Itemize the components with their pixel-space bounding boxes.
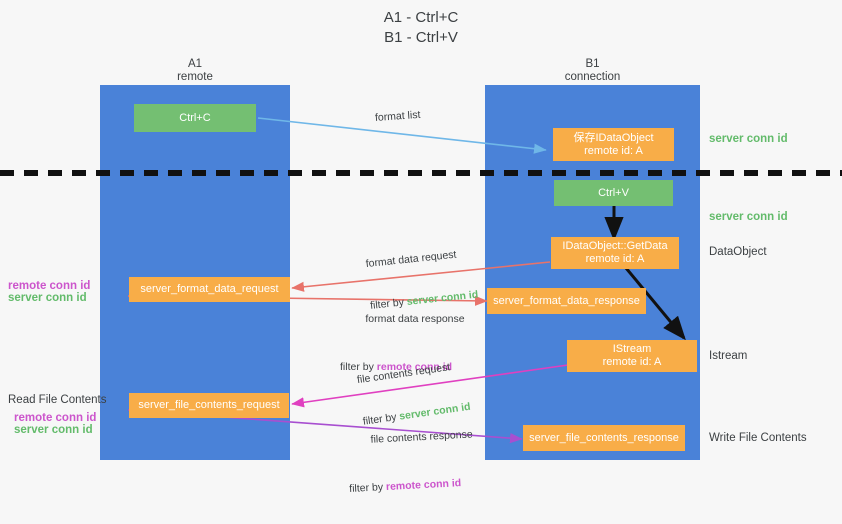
box-ctrl-v[interactable]: Ctrl+V	[554, 180, 673, 206]
box-server-format-data-response[interactable]: server_format_data_response	[487, 288, 646, 314]
edge-label-file-contents-response: file contents response filter by remote …	[345, 398, 501, 524]
annotation-server-conn-id-top: server conn id	[709, 133, 788, 145]
annotation-remote-conn-id-lower: remote conn id	[14, 412, 97, 424]
diagram-title: A1 - Ctrl+C B1 - Ctrl+V	[383, 9, 459, 46]
edge-label-format-data-response-title: format data response	[365, 313, 465, 325]
box-server-file-contents-request[interactable]: server_file_contents_request	[129, 393, 289, 418]
annotation-server-conn-id-second: server conn id	[709, 211, 788, 223]
box-server-file-contents-response[interactable]: server_file_contents_response	[523, 425, 685, 451]
edge-label-file-contents-request-title: file contents request	[356, 361, 451, 387]
column-header-b1: B1 connection	[564, 58, 621, 83]
box-idataobject-getdata[interactable]: IDataObject::GetData remote id: A	[551, 237, 679, 269]
edge-label-file-contents-response-filter: filter by remote conn id	[348, 477, 462, 495]
box-istream[interactable]: IStream remote id: A	[567, 340, 697, 372]
edge-label-file-contents-response-title: file contents response	[370, 428, 473, 446]
annotation-write-file-contents: Write File Contents	[709, 432, 807, 444]
annotation-read-file-contents: Read File Contents	[8, 394, 107, 406]
annotation-server-conn-id-upper: server conn id	[8, 292, 87, 304]
box-save-idataobject[interactable]: 保存IDataObject remote id: A	[553, 128, 674, 161]
annotation-istream: Istream	[709, 350, 748, 362]
diagram-canvas: A1 - Ctrl+C B1 - Ctrl+V A1 remote B1 con…	[0, 9, 842, 495]
edge-label-format-data-request-title: format data request	[365, 248, 457, 271]
box-server-format-data-request[interactable]: server_format_data_request	[129, 277, 290, 302]
edge-label-format-data-response-filter: filter by remote conn id	[340, 361, 453, 373]
annotation-server-conn-id-lower: server conn id	[14, 424, 93, 436]
annotation-dataobject: DataObject	[709, 246, 767, 258]
column-header-a1: A1 remote	[177, 58, 213, 83]
edge-label-format-list: format list	[374, 108, 421, 124]
annotation-remote-conn-id-upper: remote conn id	[8, 280, 91, 292]
edge-label-format-data-response: format data response filter by remote co…	[340, 284, 490, 402]
box-ctrl-c[interactable]: Ctrl+C	[134, 104, 256, 132]
